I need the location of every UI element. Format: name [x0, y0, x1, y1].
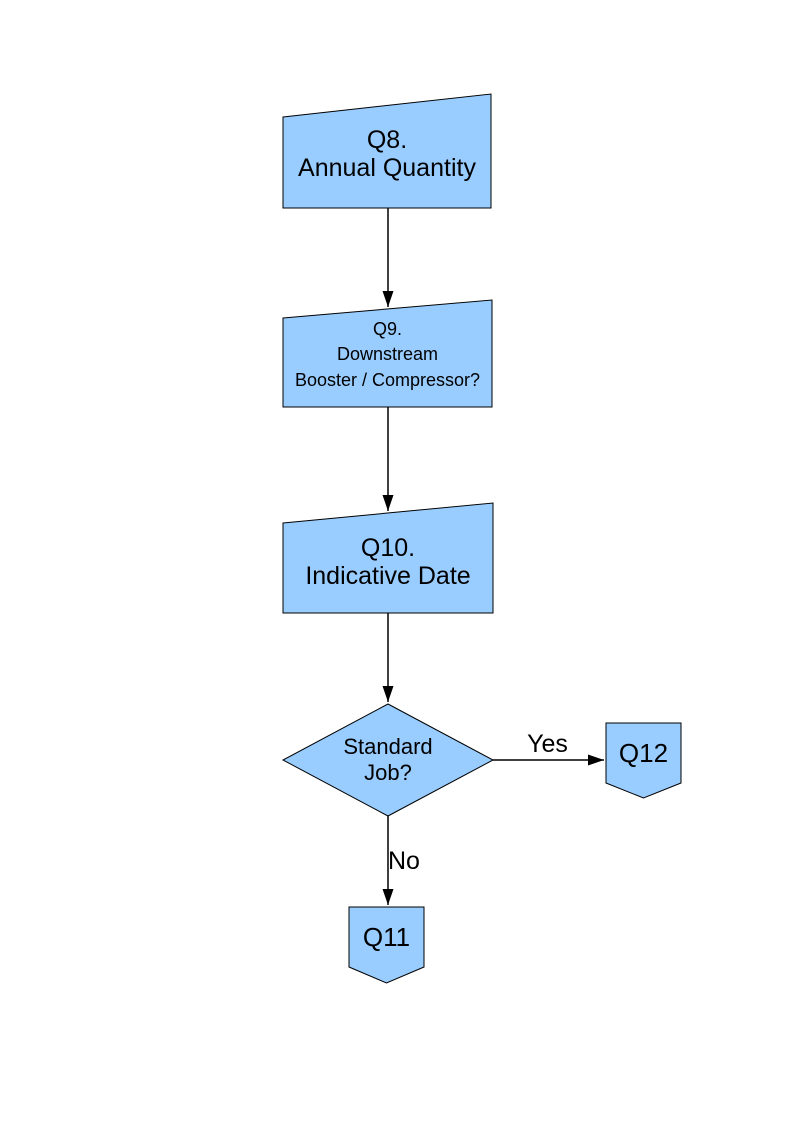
edge-label-yes: Yes — [527, 730, 568, 758]
connector-q11-shape — [348, 906, 425, 984]
connector-q12-label: Q12 — [618, 737, 669, 768]
edge-label-no: No — [388, 847, 420, 875]
node-q9-shape — [282, 299, 493, 408]
decision-standard-job-label: Standard Job? — [343, 733, 433, 785]
node-q10-shape — [282, 502, 494, 614]
connector-q12-shape — [605, 722, 682, 799]
node-q10-label: Q10. Indicative Date — [305, 534, 471, 590]
node-q8-label: Q8. Annual Quantity — [298, 126, 476, 182]
connector-q11-label: Q11 — [362, 921, 411, 952]
node-q8-shape — [282, 93, 492, 209]
node-q9-label: Q9. Downstream Booster / Compressor? — [294, 318, 481, 390]
